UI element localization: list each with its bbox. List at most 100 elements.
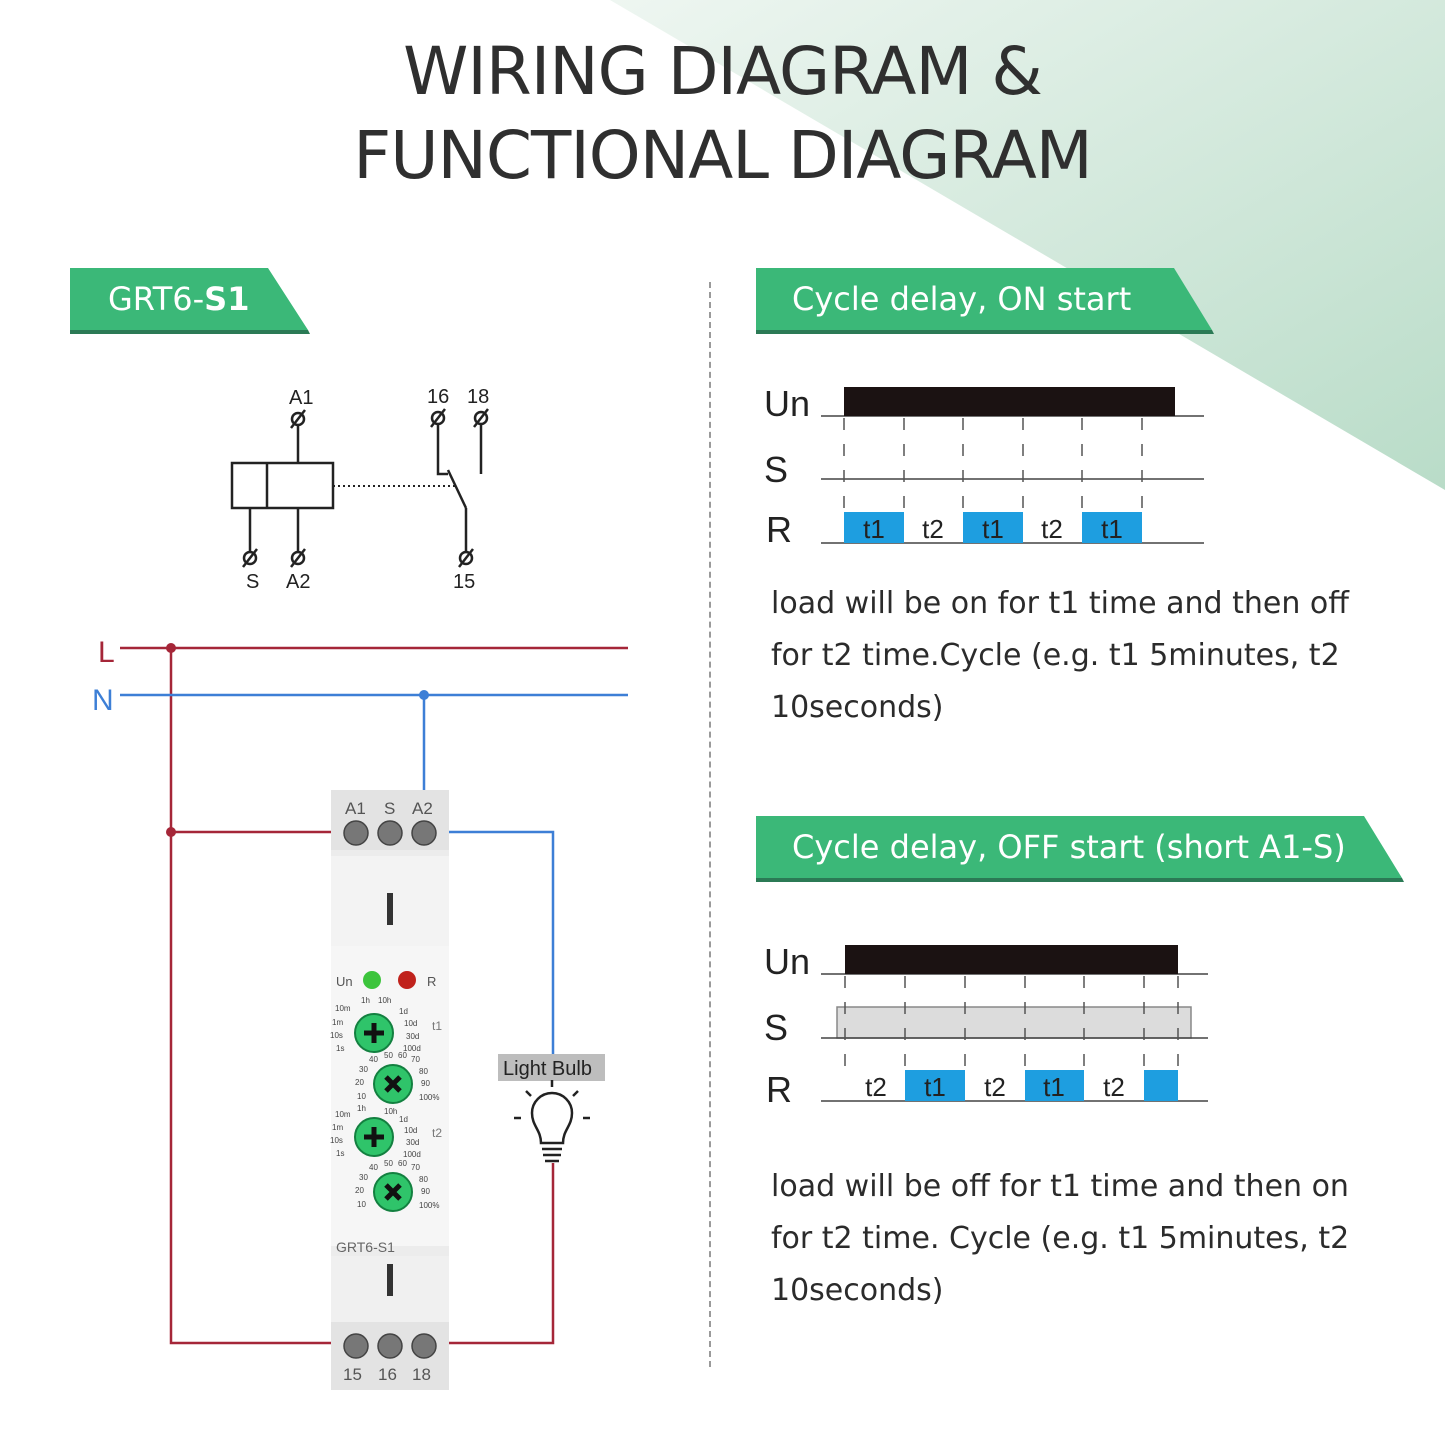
device-led-un-label: Un: [336, 974, 353, 989]
r-segment-label-1-0: t1: [863, 514, 885, 544]
r-segment-label-2-2: t2: [984, 1072, 1006, 1102]
svg-text:10s: 10s: [330, 1136, 343, 1145]
svg-text:10d: 10d: [404, 1126, 417, 1135]
svg-text:1s: 1s: [336, 1149, 344, 1158]
svg-text:1d: 1d: [399, 1115, 408, 1124]
model-banner: GRT6-S1: [70, 268, 310, 334]
svg-text:80: 80: [419, 1175, 428, 1184]
s-shorted-bar: [836, 1006, 1192, 1039]
device-terminal-s: S: [384, 799, 395, 818]
svg-text:20: 20: [355, 1078, 364, 1087]
symbol-label-15: 15: [453, 571, 475, 593]
r-segment-label-1-3: t2: [1041, 514, 1063, 544]
signal-label-s-2: S: [764, 1007, 788, 1048]
coil-box: [230, 461, 335, 510]
signal-label-s-1: S: [764, 449, 788, 490]
page-title-line2: FUNCTIONAL DIAGRAM: [353, 117, 1092, 194]
svg-text:30d: 30d: [406, 1138, 419, 1147]
r-segment-label-2-1: t1: [924, 1072, 946, 1102]
r-segment-label-1-4: t1: [1101, 514, 1123, 544]
svg-text:50: 50: [384, 1159, 393, 1168]
svg-text:60: 60: [398, 1051, 407, 1060]
r-pulse-2b: [1025, 1070, 1084, 1101]
svg-text:40: 40: [369, 1055, 378, 1064]
terminal-15-icon: [458, 550, 474, 566]
r-segment-label-2-3: t1: [1043, 1072, 1065, 1102]
description-on-start: load will be on for t1 time and then off…: [771, 586, 1349, 725]
svg-text:50: 50: [384, 1051, 393, 1060]
section-banner-off-start: Cycle delay, OFF start (short A1-S): [756, 816, 1404, 882]
page-title: WIRING DIAGRAM & FUNCTIONAL DIAGRAM: [0, 30, 1445, 198]
terminal-a2-icon: [290, 550, 306, 566]
device-terminal-16: 16: [378, 1365, 397, 1384]
relay-symbol: A1 S A2 16 18 15: [230, 386, 489, 593]
svg-text:30: 30: [359, 1173, 368, 1182]
bulb-icon: [514, 1080, 590, 1163]
line-label-n: N: [92, 684, 114, 717]
model-prefix: GRT6-: [108, 280, 205, 318]
symbol-label-16: 16: [427, 386, 449, 408]
signal-label-r-1: R: [766, 509, 792, 550]
svg-text:90: 90: [421, 1187, 430, 1196]
dial-percent-t2: 40 50 60 70 80 90 100% 30 20 10: [355, 1159, 439, 1210]
svg-text:10h: 10h: [384, 1107, 397, 1116]
dial-percent-t1: 40 50 60 70 80 90 100% 30 20 10: [355, 1051, 439, 1102]
svg-text:10s: 10s: [330, 1031, 343, 1040]
svg-text:30: 30: [359, 1065, 368, 1074]
r-pulse-1a: [844, 512, 904, 543]
line-label-l: L: [98, 636, 115, 669]
dial-label-t2: t2: [432, 1126, 442, 1140]
description-off-start: load will be off for t1 time and then on…: [771, 1169, 1350, 1308]
svg-text:20: 20: [355, 1186, 364, 1195]
dial-label-t1: t1: [432, 1019, 442, 1033]
svg-text:1d: 1d: [399, 1007, 408, 1016]
svg-text:30d: 30d: [406, 1032, 419, 1041]
svg-text:1s: 1s: [336, 1044, 344, 1053]
svg-text:100%: 100%: [419, 1201, 439, 1210]
knob-t1-percent-icon: [373, 1064, 413, 1104]
knob-t1-range-icon: [354, 1013, 394, 1053]
svg-text:100%: 100%: [419, 1093, 439, 1102]
svg-text:10h: 10h: [378, 996, 391, 1005]
svg-text:70: 70: [411, 1055, 420, 1064]
svg-text:10: 10: [357, 1092, 366, 1101]
signal-label-un-2: Un: [764, 941, 810, 982]
device-terminal-18: 18: [412, 1365, 431, 1384]
svg-text:40: 40: [369, 1163, 378, 1172]
knob-t2-range-icon: [354, 1117, 394, 1157]
device-terminal-a1: A1: [345, 799, 366, 818]
terminal-s-icon: [242, 550, 258, 566]
r-segment-label-2-0: t2: [865, 1072, 887, 1102]
un-pulse-1: [844, 387, 1175, 416]
svg-text:10m: 10m: [335, 1004, 351, 1013]
led-un-icon: [363, 971, 381, 989]
wiring: L N: [92, 636, 628, 1345]
timing-diagram-on-start: Un S R t1 t2 t1 t2 t1: [764, 383, 1204, 550]
led-r-icon: [398, 971, 416, 989]
device-model-label: GRT6-S1: [336, 1239, 395, 1255]
r-segment-label-1-1: t2: [922, 514, 944, 544]
model-suffix: S1: [204, 280, 250, 318]
r-segment-label-2-4: t2: [1103, 1072, 1125, 1102]
svg-text:70: 70: [411, 1163, 420, 1172]
device-led-r-label: R: [427, 974, 436, 989]
svg-text:10m: 10m: [335, 1110, 351, 1119]
svg-text:60: 60: [398, 1159, 407, 1168]
device-terminal-15: 15: [343, 1365, 362, 1384]
svg-text:10: 10: [357, 1200, 366, 1209]
dial-scale-t1: 10m 1h 10h 1d 10d 30d 100d 1m 10s 1s t1: [330, 996, 442, 1053]
svg-text:100d: 100d: [403, 1044, 421, 1053]
timing-diagram-off-start: Un S R t2 t1 t2 t1 t2: [764, 941, 1208, 1110]
r-pulse-2a: [905, 1070, 965, 1101]
panel-divider: [709, 282, 711, 1367]
symbol-label-s: S: [246, 571, 259, 593]
svg-text:1m: 1m: [332, 1123, 343, 1132]
r-pulse-1b: [963, 512, 1023, 543]
r-pulse-1c: [1082, 512, 1142, 543]
signal-label-un-1: Un: [764, 383, 810, 424]
light-bulb-label: Light Bulb: [503, 1058, 592, 1080]
r-segment-label-1-2: t1: [982, 514, 1004, 544]
section-banner-on-start: Cycle delay, ON start: [756, 268, 1214, 334]
